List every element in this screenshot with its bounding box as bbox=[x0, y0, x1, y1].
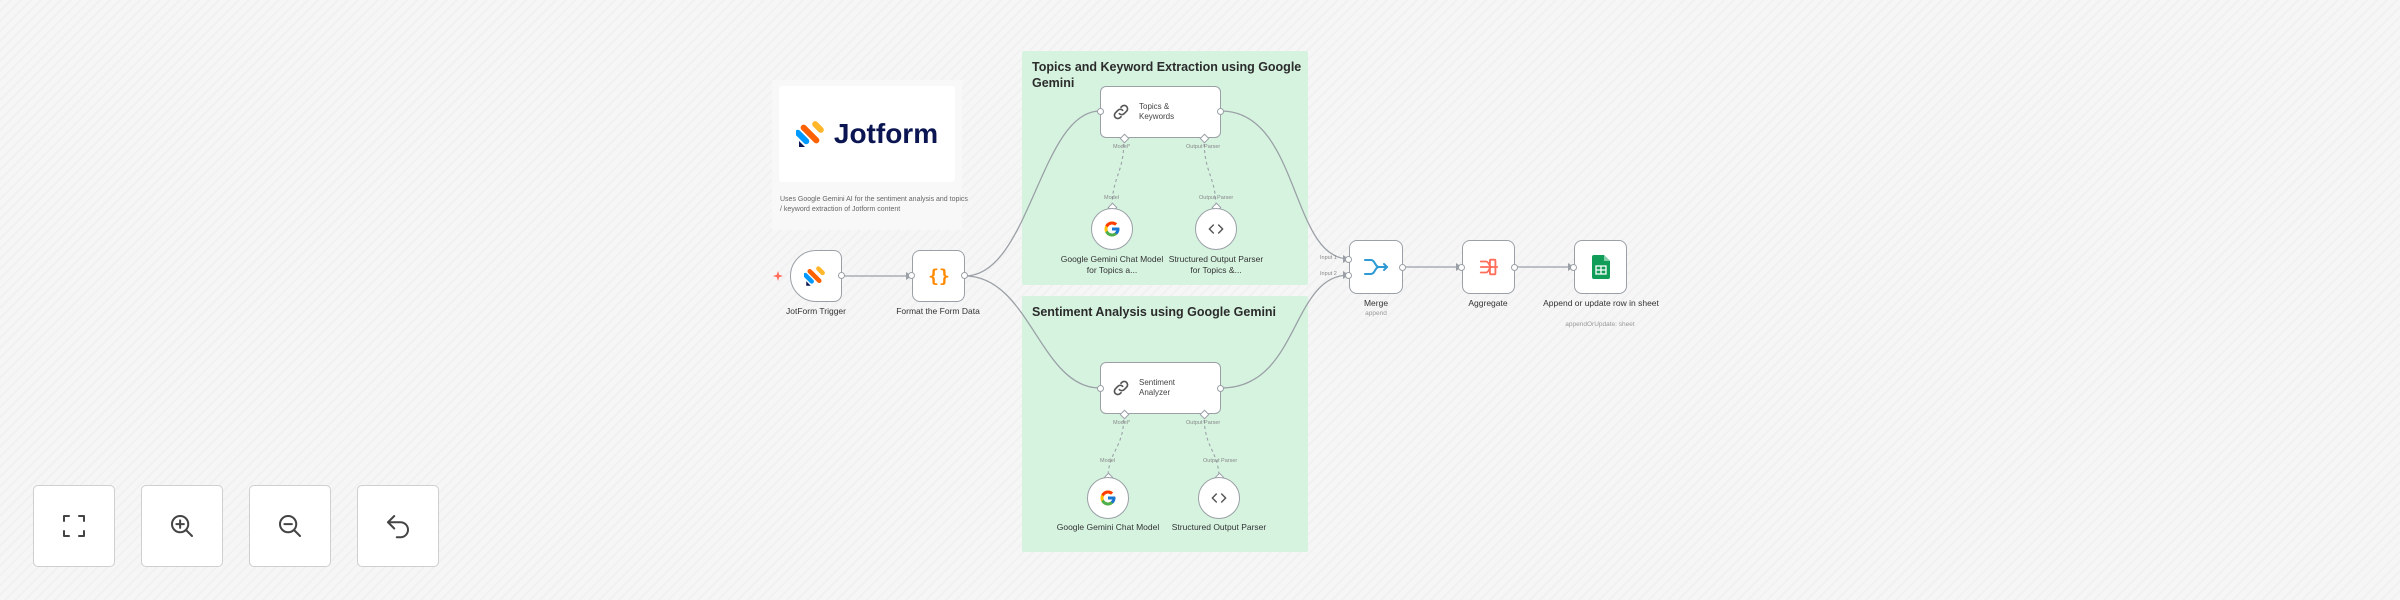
node-parser-sentiment-label: Structured Output Parser bbox=[1171, 522, 1267, 532]
sentiment-model-port-label: Model* bbox=[1113, 420, 1131, 426]
sticky-topics-title: Topics and Keyword Extraction using Goog… bbox=[1032, 60, 1302, 90]
trigger-output-handle[interactable] bbox=[838, 272, 845, 279]
edge-topics-merge bbox=[1220, 110, 1350, 260]
edge-sentiment-merge bbox=[1220, 274, 1350, 389]
node-format-form-data[interactable]: {} bbox=[912, 250, 965, 302]
node-google-sheets[interactable] bbox=[1574, 240, 1627, 294]
jotform-logo: Jotform bbox=[779, 86, 955, 182]
braces-icon: {} bbox=[928, 266, 950, 287]
edge-sentiment-parser bbox=[1203, 413, 1220, 480]
trigger-marker-icon bbox=[773, 271, 783, 281]
merge-icon bbox=[1364, 259, 1389, 275]
aggregate-output-handle[interactable] bbox=[1511, 264, 1518, 271]
link-icon bbox=[1113, 104, 1129, 120]
code-icon bbox=[1211, 493, 1227, 503]
fit-view-button[interactable] bbox=[33, 485, 115, 567]
node-google-sheets-label: Append or update row in sheet bbox=[1543, 298, 1659, 308]
format-input-handle[interactable] bbox=[908, 272, 915, 279]
jotform-icon bbox=[804, 266, 825, 286]
code-icon bbox=[1208, 224, 1224, 234]
google-icon bbox=[1104, 221, 1120, 237]
node-parser-sentiment[interactable] bbox=[1198, 477, 1240, 519]
node-sentiment-analyzer[interactable]: Sentiment Analyzer bbox=[1100, 362, 1221, 414]
merge-output-handle[interactable] bbox=[1399, 264, 1406, 271]
node-jotform-trigger[interactable] bbox=[790, 250, 842, 302]
node-merge[interactable] bbox=[1349, 240, 1403, 294]
merge-input2-label: Input 2 bbox=[1320, 271, 1337, 277]
aggregate-input-handle[interactable] bbox=[1458, 264, 1465, 271]
node-sentiment-analyzer-label: Sentiment Analyzer bbox=[1139, 378, 1176, 397]
topics-output-handle[interactable] bbox=[1217, 108, 1224, 115]
node-gemini-topics[interactable] bbox=[1091, 208, 1133, 250]
zoom-out-button[interactable] bbox=[249, 485, 331, 567]
edge-format-topics bbox=[964, 110, 1101, 277]
parser-sentiment-port-label: Output Parser bbox=[1203, 458, 1238, 464]
format-output-handle[interactable] bbox=[961, 272, 968, 279]
node-gemini-sentiment[interactable] bbox=[1087, 477, 1129, 519]
edge-format-sentiment bbox=[964, 275, 1101, 389]
sentiment-output-handle[interactable] bbox=[1217, 385, 1224, 392]
sticky-sentiment-title: Sentiment Analysis using Google Gemini bbox=[1032, 305, 1277, 319]
sheets-input-handle[interactable] bbox=[1570, 264, 1577, 271]
merge-input1-label: Input 1 bbox=[1320, 255, 1337, 261]
node-aggregate[interactable] bbox=[1462, 240, 1515, 294]
info-description: Uses Google Gemini AI for the sentiment … bbox=[780, 196, 968, 213]
link-icon bbox=[1113, 380, 1129, 396]
jotform-logo-icon bbox=[795, 121, 824, 147]
edge-topics-parser bbox=[1203, 137, 1217, 210]
zoom-out-icon bbox=[279, 515, 301, 537]
edge-sentiment-gemini bbox=[1107, 413, 1125, 480]
svg-text:{}: {} bbox=[928, 266, 950, 287]
jotform-logo-text: Jotform bbox=[833, 118, 939, 149]
sentiment-parser-port-label: Output Parser bbox=[1186, 420, 1221, 426]
node-gemini-sentiment-label: Google Gemini Chat Model bbox=[1056, 522, 1160, 532]
node-merge-label: Merge bbox=[1363, 298, 1389, 308]
zoom-in-button[interactable] bbox=[141, 485, 223, 567]
sentiment-input-handle[interactable] bbox=[1097, 385, 1104, 392]
fit-view-icon bbox=[63, 515, 85, 537]
node-topics-keywords[interactable]: Topics & Keywords bbox=[1100, 86, 1221, 138]
node-topics-keywords-label: Topics & Keywords bbox=[1139, 102, 1175, 121]
reset-zoom-button[interactable] bbox=[357, 485, 439, 567]
node-aggregate-label: Aggregate bbox=[1468, 298, 1508, 308]
google-icon bbox=[1100, 490, 1116, 506]
node-parser-topics-label: Structured Output Parser for Topics &... bbox=[1168, 254, 1264, 275]
sheets-icon bbox=[1591, 255, 1610, 279]
topics-model-port-label: Model* bbox=[1113, 144, 1131, 150]
node-gemini-topics-label: Google Gemini Chat Model for Topics a... bbox=[1060, 254, 1164, 275]
node-parser-topics[interactable] bbox=[1195, 208, 1237, 250]
merge-input1-handle[interactable] bbox=[1345, 256, 1352, 263]
node-merge-sub: append bbox=[1365, 310, 1387, 317]
gemini-sentiment-port-label: Model bbox=[1100, 458, 1115, 464]
merge-input2-handle[interactable] bbox=[1345, 272, 1352, 279]
aggregate-icon bbox=[1479, 258, 1498, 276]
topics-parser-port-label: Output Parser bbox=[1186, 144, 1221, 150]
edge-topics-gemini bbox=[1111, 137, 1125, 210]
node-format-form-data-label: Format the Form Data bbox=[896, 306, 980, 316]
sticky-sentiment[interactable]: Sentiment Analysis using Google Gemini bbox=[1022, 296, 1308, 552]
undo-icon bbox=[387, 515, 409, 539]
zoom-in-icon bbox=[171, 515, 193, 537]
node-jotform-trigger-label: JotForm Trigger bbox=[786, 306, 846, 316]
node-google-sheets-sub: appendOrUpdate: sheet bbox=[1565, 321, 1635, 328]
gemini-topics-port-label: Model bbox=[1104, 195, 1119, 201]
topics-input-handle[interactable] bbox=[1097, 108, 1104, 115]
parser-topics-port-label: Output Parser bbox=[1199, 195, 1234, 201]
